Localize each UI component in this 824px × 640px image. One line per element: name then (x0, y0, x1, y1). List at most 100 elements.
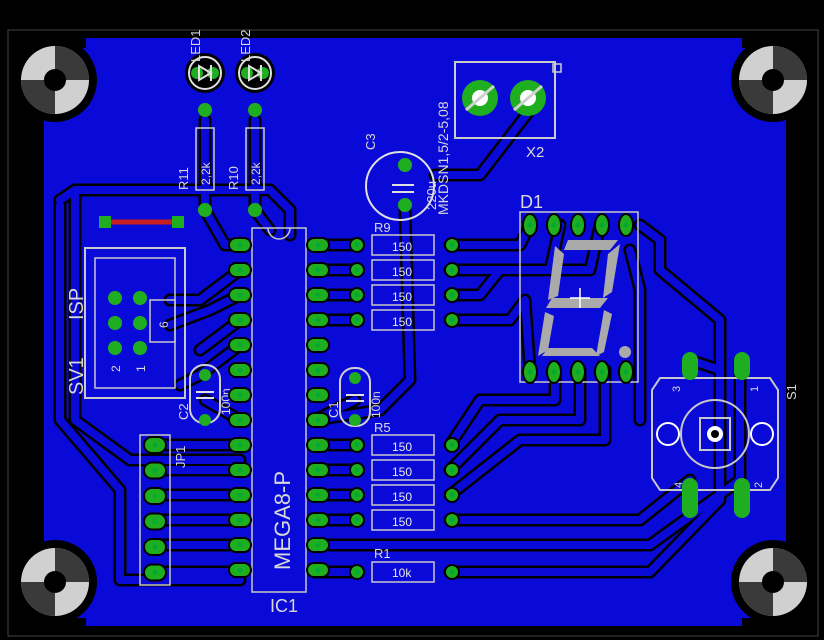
ic1-pad-right-drill (315, 417, 321, 423)
resistor-pad-left-drill (354, 442, 360, 448)
resistor-pad-right-drill (449, 492, 455, 498)
s1-pin4-label: 4 (673, 482, 685, 488)
resistor-array (349, 234, 460, 583)
ic1-pad-left-drill (237, 242, 243, 248)
resistor-body (371, 284, 435, 306)
ic1-pad-left-drill (237, 567, 243, 573)
ic1-outline (251, 227, 307, 593)
capacitor-c2 (189, 364, 221, 426)
d1-pad-bottom-drill (527, 369, 533, 375)
ic1-pad-right-drill (315, 242, 321, 248)
r7-value: 150 (392, 290, 412, 304)
tactile-switch-s1 (651, 352, 779, 518)
r11-label: R11 (176, 167, 191, 190)
jp1-pad-drill (152, 493, 158, 499)
jp1-outline (139, 434, 171, 586)
ic1-pad-right-drill (315, 442, 321, 448)
mounting-hole-top-right (731, 38, 815, 122)
d1-pad-top-drill (527, 222, 533, 228)
d1-pad-bottom-drill (551, 369, 557, 375)
resistor-pad-left-drill (354, 242, 360, 248)
r8-value: 150 (392, 265, 412, 279)
ic1-pads (228, 237, 330, 578)
ic1-pad-right-drill (315, 342, 321, 348)
resistor-pad-right-drill (449, 317, 455, 323)
resistor-pad-left-drill (354, 467, 360, 473)
ic1-pad-right-drill (315, 467, 321, 473)
x2-model-label: MKDSN1,5/2-5,08 (435, 101, 451, 215)
mounting-hole-bottom-right (731, 540, 815, 624)
c3-label: C3 (363, 133, 378, 150)
ic1-pad-left-drill (237, 342, 243, 348)
d1-label: D1 (520, 192, 543, 212)
resistor-pad-right-drill (449, 267, 455, 273)
s1-pin2-label: 2 (753, 482, 765, 488)
resistor-pad-right-drill (449, 292, 455, 298)
ic1-pad-left-drill (237, 367, 243, 373)
ic1-pad-right-drill (315, 492, 321, 498)
resistor-pad-right-drill (449, 442, 455, 448)
r9-value: 150 (392, 240, 412, 254)
resistor-pad-left-drill (354, 517, 360, 523)
mounting-hole-top-left (13, 38, 97, 122)
r4-value: 150 (392, 465, 412, 479)
d1-pad-top-drill (599, 222, 605, 228)
ic1-pad-left-drill (237, 317, 243, 323)
led2 (235, 53, 275, 93)
resistor-pad-left-drill (354, 267, 360, 273)
resistor-body (371, 484, 435, 506)
sv1-label: SV1 (66, 357, 88, 395)
resistor-body (371, 259, 435, 281)
isp-connector-sv1 (84, 247, 186, 399)
ic1-pad-left-drill (237, 492, 243, 498)
ic1-pad-right-drill (315, 292, 321, 298)
isp-pin2-label: 2 (109, 365, 123, 372)
ic1-pad-right-drill (315, 542, 321, 548)
r5-value: 150 (392, 440, 412, 454)
wire-jumper (99, 216, 184, 228)
r10-value: 2,2k (249, 161, 263, 185)
ic1-pad-right-drill (315, 267, 321, 273)
ic1-pad-right-drill (315, 317, 321, 323)
resistor-body (371, 509, 435, 531)
board-edge (7, 29, 819, 637)
d1-pads (522, 213, 634, 384)
ic1-type-label: MEGA8-P (270, 471, 295, 570)
s1-label: S1 (784, 384, 799, 400)
r3-value: 150 (392, 490, 412, 504)
r10-label: R10 (226, 166, 241, 190)
r9-label: R9 (374, 220, 391, 235)
ic1-label: IC1 (270, 596, 298, 616)
c2-label: C2 (176, 403, 191, 420)
ic1-pad-right-drill (315, 367, 321, 373)
ic1-pad-right-drill (315, 392, 321, 398)
capacitor-c1 (339, 367, 371, 427)
d1-pad-bottom-drill (599, 369, 605, 375)
resistor-body (371, 434, 435, 456)
resistor-pad-left-drill (354, 569, 360, 575)
d1-pad-bottom-drill (623, 369, 629, 375)
led2-label: LED2 (238, 29, 253, 62)
r5-label: R5 (374, 420, 391, 435)
isp-label: ISP (66, 288, 88, 320)
r11-value: 2,2k (199, 161, 213, 185)
capacitor-c3 (365, 151, 435, 221)
s1-pin1-label: 1 (749, 386, 761, 392)
d1-pad-top-drill (551, 222, 557, 228)
resistor-body (371, 561, 435, 583)
x2-label: X2 (526, 144, 544, 161)
ic1-pad-left-drill (237, 542, 243, 548)
resistor-pad-right-drill (449, 569, 455, 575)
resistor-pad-left-drill (354, 317, 360, 323)
resistor-body (371, 459, 435, 481)
isp-pin1-label: 1 (134, 365, 148, 372)
resistor-body (371, 234, 435, 256)
resistor-pad-right-drill (449, 242, 455, 248)
led1-label: LED1 (188, 29, 203, 62)
ic1-pad-right-drill (315, 517, 321, 523)
c3-value: 220u (424, 181, 439, 210)
resistor-body (371, 309, 435, 331)
resistor-pad-left-drill (354, 292, 360, 298)
s1-pin3-label: 3 (671, 386, 683, 392)
